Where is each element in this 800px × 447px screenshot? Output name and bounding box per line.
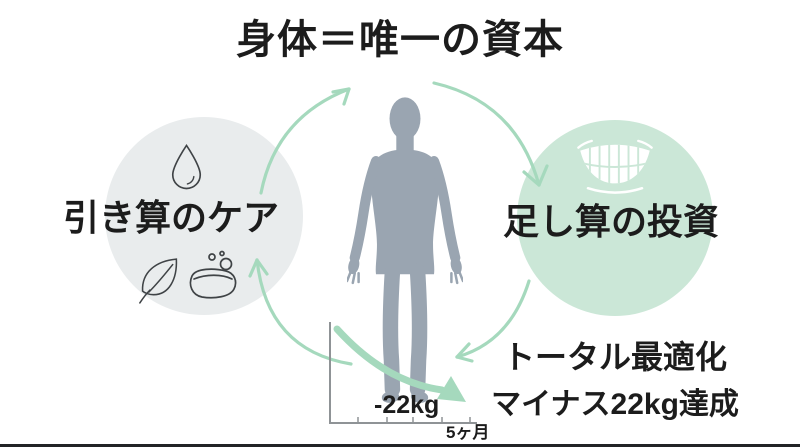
smile-teeth-icon <box>576 139 654 195</box>
bottom-edge-bar <box>0 444 800 447</box>
addition-investment-label: 足し算の投資 <box>503 201 720 242</box>
diagram-title: 身体＝唯一の資本 <box>236 18 564 62</box>
leaf-icon <box>138 256 180 306</box>
result-line2: マイナス22kg達成 <box>491 388 739 421</box>
result-line1: トータル最適化 <box>502 339 727 375</box>
water-drop-icon <box>170 141 203 192</box>
subtraction-care-label: 引き算のケア <box>63 197 280 238</box>
human-body-silhouette <box>347 92 463 412</box>
chart-weight-label: -22kg <box>374 391 440 419</box>
soap-bubbles-icon <box>186 250 240 302</box>
chart-duration-label: 5ヶ月 <box>446 423 490 442</box>
